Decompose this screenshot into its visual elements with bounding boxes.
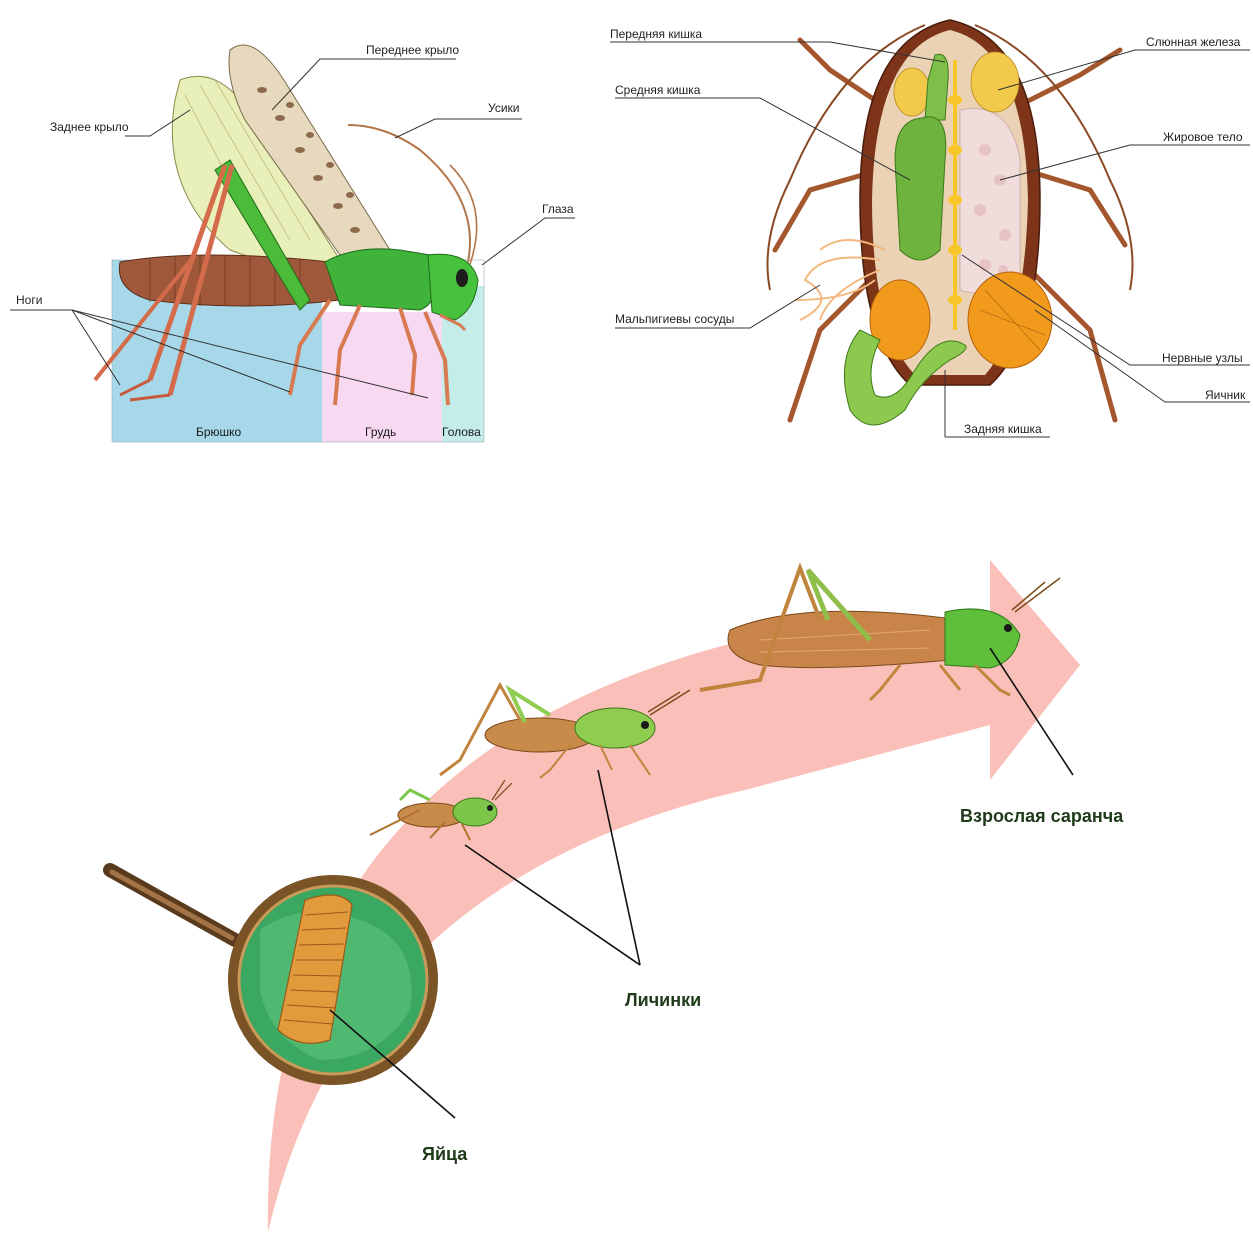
abdomen-label: Брюшко (196, 425, 242, 439)
larvae-label: Личинки (625, 990, 701, 1010)
front-wing-label: Переднее крыло (366, 43, 459, 57)
fat-body-label: Жировое тело (1163, 130, 1243, 144)
eggs-label: Яйца (422, 1144, 468, 1164)
thorax-block (322, 312, 442, 442)
midgut (895, 117, 946, 260)
life-cycle-panel: Яйца Личинки Взрослая саранча (110, 560, 1124, 1232)
grasshopper-thorax (325, 249, 436, 310)
hind-wing-label: Заднее крыло (50, 120, 129, 134)
salivary-gland-label: Слюнная железа (1146, 35, 1241, 49)
head-label: Голова (442, 425, 481, 439)
foregut-label: Передняя кишка (610, 27, 702, 41)
ovary-label: Яичник (1205, 388, 1246, 402)
malpighian-label: Мальпигиевы сосуды (615, 312, 734, 326)
hindgut-label: Задняя кишка (964, 422, 1042, 436)
nerve-ganglia-label: Нервные узлы (1162, 351, 1243, 365)
grasshopper-eye (456, 269, 468, 287)
salivary-gland (971, 52, 1019, 112)
grasshopper-external-panel: Переднее крыло Заднее крыло Усики Глаза … (10, 43, 575, 442)
legs-label: Ноги (16, 293, 42, 307)
adult-label: Взрослая саранча (960, 806, 1124, 826)
midgut-label: Средняя кишка (615, 83, 701, 97)
antennae-label: Усики (488, 101, 519, 115)
eyes-label: Глаза (542, 202, 574, 216)
thorax-label: Грудь (365, 425, 396, 439)
cockroach-internal-panel: Передняя кишка Средняя кишка Слюнная жел… (610, 20, 1250, 437)
